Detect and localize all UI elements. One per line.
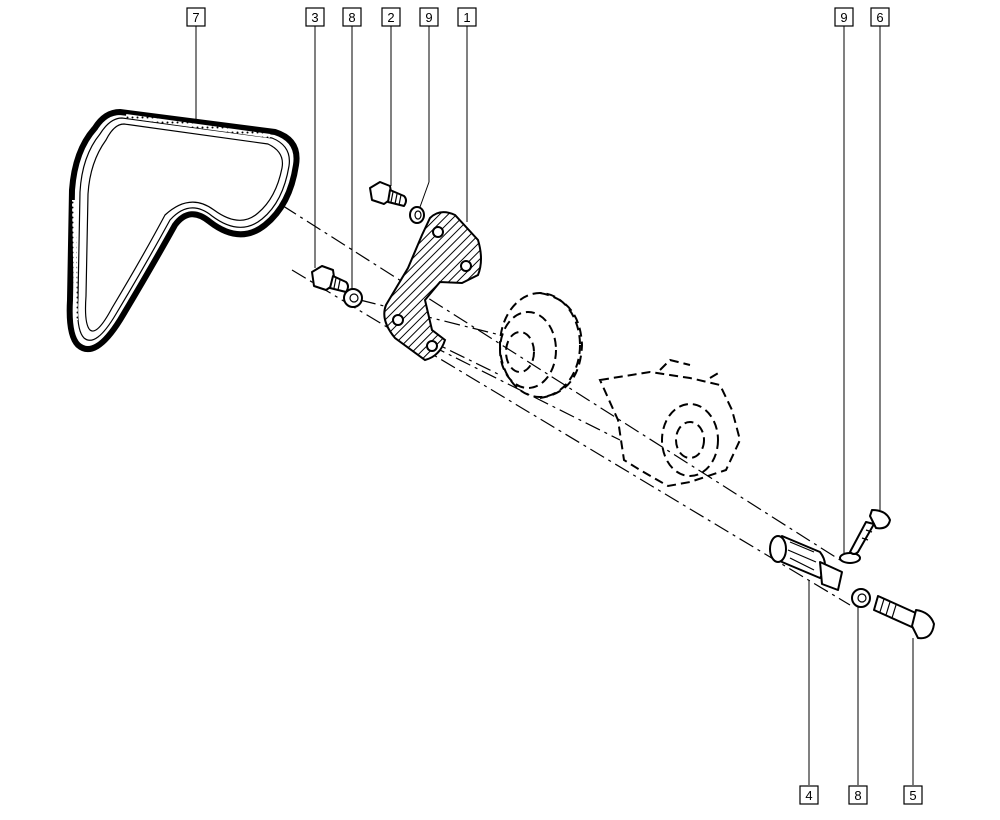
callout-7: 7 (186, 7, 206, 27)
callout-9-right: 9 (834, 7, 854, 27)
washer-right-lower (851, 588, 871, 608)
callout-1: 1 (457, 7, 477, 27)
bolt-right-top (849, 509, 891, 555)
callout-3: 3 (305, 7, 325, 27)
callout-label-6: 6 (876, 10, 883, 25)
callout-6: 6 (870, 7, 890, 27)
callout-label-8-bottom: 8 (854, 788, 861, 803)
callout-label-7: 7 (192, 10, 199, 25)
callout-8-bottom: 8 (848, 785, 868, 805)
pulley-hidden (499, 292, 584, 399)
callout-8-top: 8 (342, 7, 362, 27)
callout-9-left: 9 (419, 7, 439, 27)
bolt-upper (369, 181, 407, 207)
washer-upper (409, 206, 425, 224)
assembly-axis (257, 189, 851, 606)
spacer-sleeve (769, 535, 843, 591)
mounting-bracket (383, 211, 482, 362)
callout-2: 2 (381, 7, 401, 27)
drive-belt (66, 109, 300, 353)
long-bolt (873, 595, 935, 640)
callout-label-9-right: 9 (840, 10, 847, 25)
leader-lines (195, 26, 914, 785)
callout-label-8-top: 8 (348, 10, 355, 25)
callout-label-9-left: 9 (425, 10, 432, 25)
callout-label-2: 2 (387, 10, 394, 25)
callout-label-3: 3 (311, 10, 318, 25)
pump-hidden (598, 358, 742, 488)
bolt-lower (311, 265, 349, 293)
callout-label-4: 4 (805, 788, 812, 803)
callout-label-5: 5 (909, 788, 916, 803)
washer-lower (343, 288, 363, 308)
callout-label-1: 1 (463, 10, 470, 25)
washer-right (839, 552, 861, 564)
callout-4: 4 (799, 785, 819, 805)
callout-5: 5 (903, 785, 923, 805)
